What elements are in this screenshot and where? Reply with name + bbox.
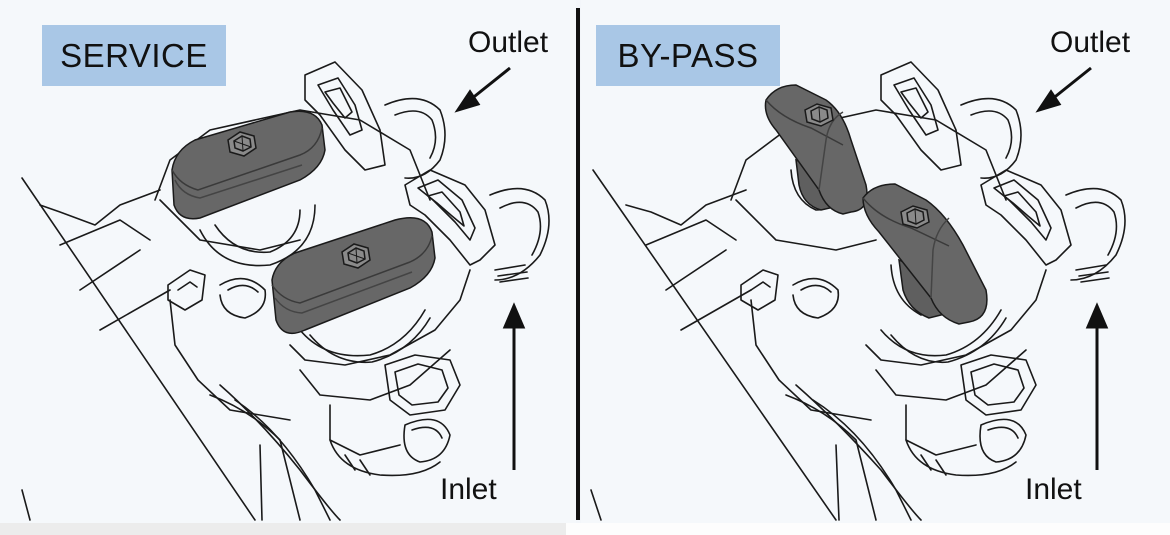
- bottom-strip-right: [566, 523, 1170, 535]
- outlet-arrow: [454, 66, 511, 113]
- outlet-arrow: [1035, 66, 1092, 113]
- service-valve-drawing: [21, 61, 550, 521]
- bypass-valve-drawing: [590, 61, 1126, 521]
- knob-lower: [862, 183, 988, 325]
- service-outlet-label: Outlet: [468, 26, 549, 59]
- knob-upper: [764, 84, 868, 215]
- inlet-arrow: [502, 302, 526, 470]
- panel-divider: [576, 8, 580, 520]
- knob-lower: [271, 217, 436, 335]
- bypass-inlet-label: Inlet: [1025, 473, 1082, 506]
- bottom-strip: [0, 523, 1170, 535]
- knob-upper: [171, 110, 326, 220]
- service-inlet-label: Inlet: [440, 473, 497, 506]
- bypass-outlet-label: Outlet: [1050, 26, 1131, 59]
- bypass-mode-label: BY-PASS: [596, 25, 780, 86]
- service-panel: SERVICE Outlet Inlet: [0, 0, 576, 523]
- service-mode-label: SERVICE: [42, 25, 226, 86]
- inlet-arrow: [1085, 302, 1109, 470]
- bypass-panel: BY-PASS Outlet Inlet: [581, 0, 1170, 523]
